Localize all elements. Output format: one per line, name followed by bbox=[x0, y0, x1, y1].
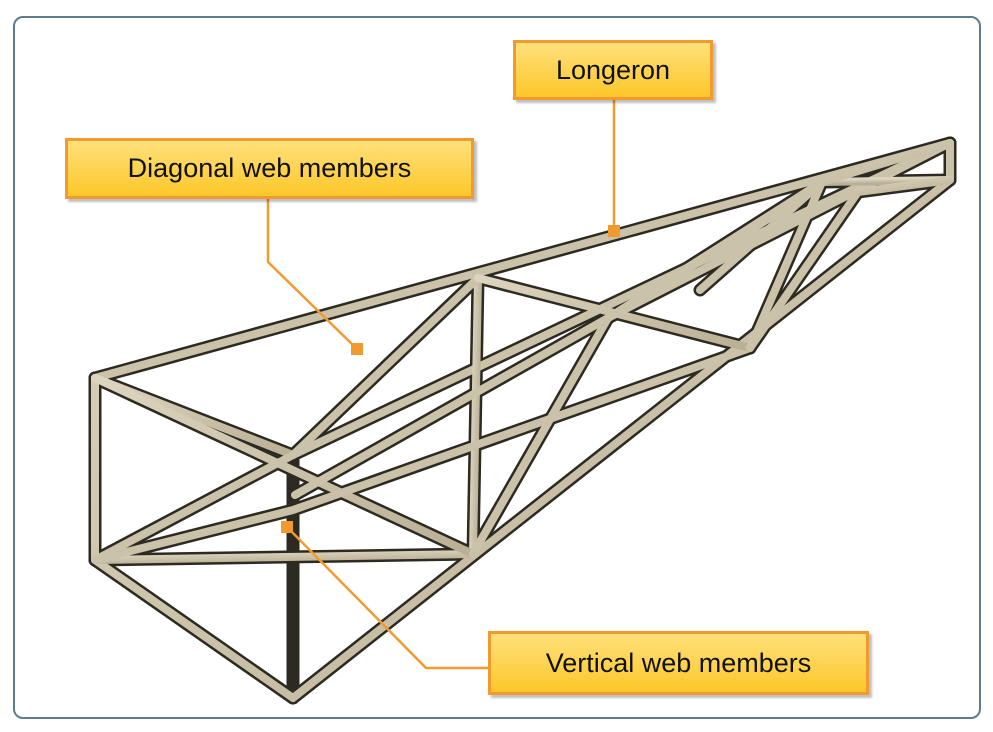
diagonal-leader-line bbox=[266, 199, 358, 350]
diagonal-callout-marker bbox=[351, 343, 363, 355]
diagonal-web-members-label: Diagonal web members bbox=[65, 138, 474, 199]
longeron-callout-marker bbox=[608, 225, 620, 237]
longeron-label: Longeron bbox=[513, 40, 713, 100]
diagram-frame bbox=[13, 16, 981, 719]
truss-outline bbox=[88, 136, 957, 705]
vertical-leader-line bbox=[286, 526, 490, 670]
vertical-web-members-label: Vertical web members bbox=[488, 631, 869, 695]
vertical-callout-marker bbox=[281, 521, 293, 533]
truss-tubes bbox=[91, 139, 954, 702]
